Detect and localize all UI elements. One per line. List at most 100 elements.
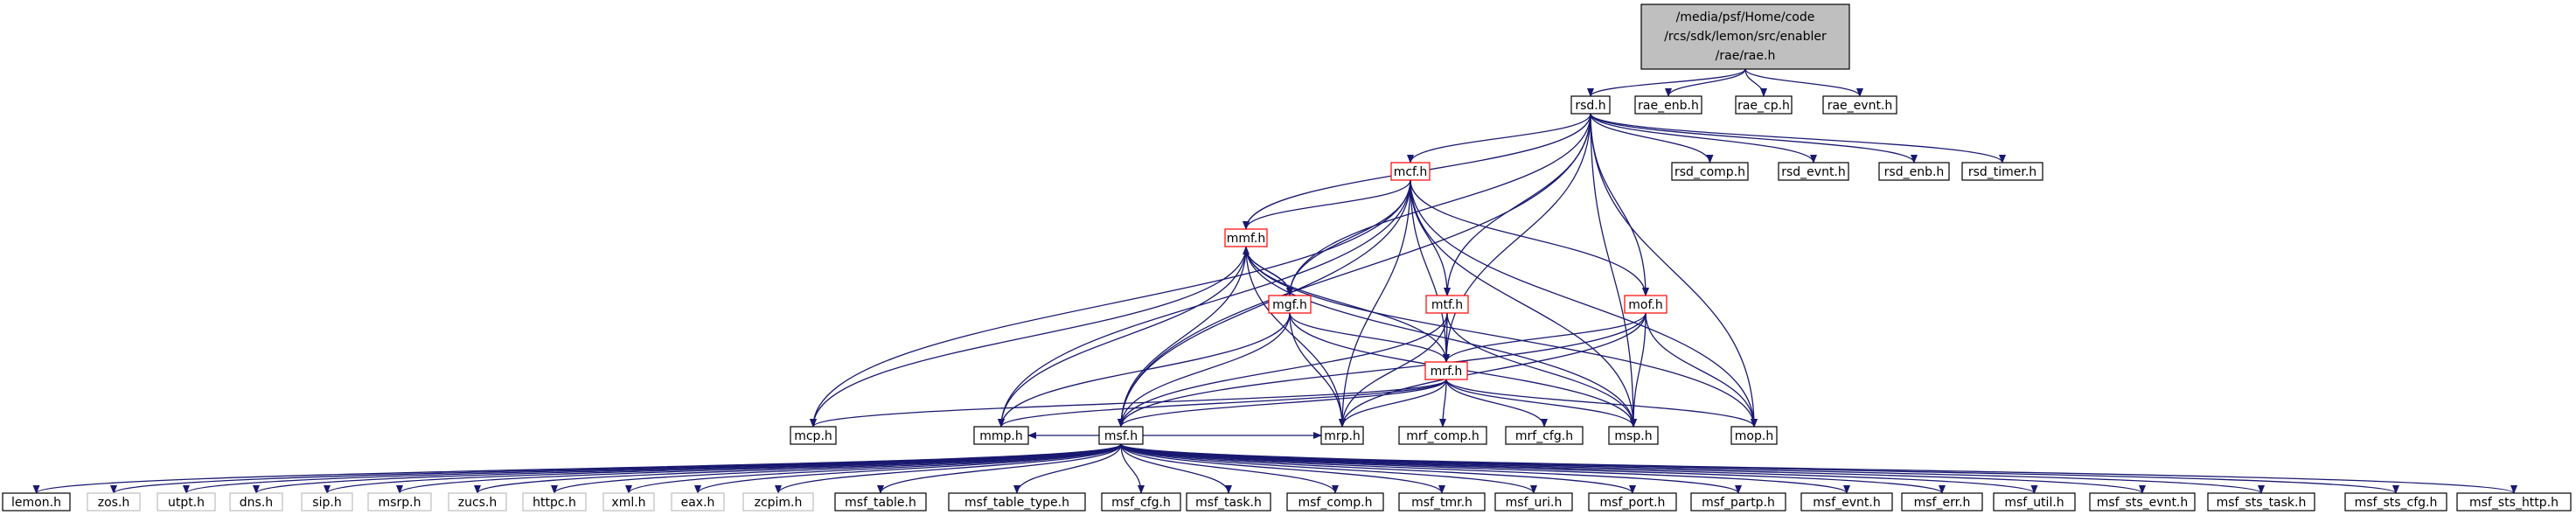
- node-label: msf_sts_task.h: [2217, 496, 2307, 510]
- node-label: rsd.h: [1575, 99, 1605, 113]
- edge-mcf-to-msf: [1117, 179, 1411, 428]
- node-box: [602, 492, 655, 512]
- node-box: [1735, 95, 1793, 115]
- node-box: [1398, 426, 1487, 445]
- node-label: msp.h: [1614, 429, 1652, 443]
- node-msp[interactable]: msp.h: [1608, 426, 1659, 445]
- node-label: utpt.h: [168, 496, 205, 510]
- node-msf-err[interactable]: msf_err.h: [1901, 492, 1983, 512]
- edge-msf-to-msf_port: [1120, 443, 1636, 494]
- node-label: msf_task.h: [1195, 496, 1262, 510]
- node-dns[interactable]: dns.h: [229, 492, 283, 512]
- edge-mcf-to-mcp: [810, 179, 1411, 428]
- node-msf-util[interactable]: msf_util.h: [1993, 492, 2076, 512]
- node-msf-uri[interactable]: msf_uri.h: [1494, 492, 1573, 512]
- node-msf-partp[interactable]: msf_partp.h: [1690, 492, 1786, 512]
- node-box: [1268, 295, 1312, 314]
- node-label: zucs.h: [458, 496, 498, 510]
- edge-mmf-to-mmp: [998, 246, 1247, 428]
- node-label: mcf.h: [1394, 165, 1428, 179]
- node-label: msf_table_type.h: [964, 496, 1069, 510]
- node-zos[interactable]: zos.h: [87, 492, 141, 512]
- node-label: mmp.h: [979, 429, 1023, 443]
- edge-msf-to-msf_evnt: [1120, 443, 1850, 494]
- node-layer: /media/psf/Home/code/rcs/sdk/lemon/src/e…: [2, 3, 2572, 512]
- node-msf-table-type[interactable]: msf_table_type.h: [948, 492, 1086, 512]
- edge-mtf-to-msp: [1446, 312, 1637, 428]
- node-rae-evnt[interactable]: rae_evnt.h: [1822, 95, 1897, 115]
- edge-mtf-to-mrp: [1339, 312, 1448, 428]
- node-msf-comp[interactable]: msf_comp.h: [1286, 492, 1384, 512]
- node-rae-enb[interactable]: rae_enb.h: [1634, 95, 1702, 115]
- node-msf-tmr[interactable]: msf_tmr.h: [1398, 492, 1486, 512]
- node-msf-sts-http[interactable]: msf_sts_http.h: [2456, 492, 2572, 512]
- edge-msf-to-msf_table_type: [1013, 443, 1122, 494]
- node-label: rsd_comp.h: [1674, 165, 1745, 179]
- node-sip[interactable]: sip.h: [301, 492, 353, 512]
- edge-msf-to-msf_task: [1120, 443, 1232, 494]
- node-label: xml.h: [611, 496, 645, 510]
- edge-rsd-to-mrf: [1443, 113, 1591, 363]
- node-label: msf_partp.h: [1702, 496, 1775, 510]
- edge-rsd-to-rsd_enb: [1590, 113, 1918, 164]
- node-zucs[interactable]: zucs.h: [448, 492, 507, 512]
- edge-msf-to-msf_uri: [1120, 443, 1537, 494]
- node-mmf[interactable]: mmf.h: [1224, 228, 1268, 247]
- node-label: lemon.h: [11, 496, 61, 510]
- node-mrf-comp[interactable]: mrf_comp.h: [1398, 426, 1487, 445]
- node-label: mtf.h: [1431, 298, 1463, 312]
- node-msrp[interactable]: msrp.h: [367, 492, 432, 512]
- node-mrf[interactable]: mrf.h: [1424, 361, 1468, 380]
- node-msf[interactable]: msf.h: [1098, 426, 1144, 445]
- edge-mmf-to-mcp: [810, 246, 1247, 428]
- edge-rsd-to-mgf: [1286, 113, 1591, 296]
- node-mrp[interactable]: mrp.h: [1320, 426, 1364, 445]
- node-label: msf_sts_cfg.h: [2355, 496, 2438, 510]
- edge-mrf-to-mrp: [1339, 379, 1447, 428]
- node-rae-cp[interactable]: rae_cp.h: [1735, 95, 1793, 115]
- node-msf-sts-evnt[interactable]: msf_sts_evnt.h: [2089, 492, 2196, 512]
- edge-mrf-to-msf: [1117, 379, 1447, 428]
- node-mgf[interactable]: mgf.h: [1268, 295, 1312, 314]
- node-msf-table[interactable]: msf_table.h: [834, 492, 927, 512]
- node-lemon[interactable]: lemon.h: [2, 492, 71, 512]
- node-msf-sts-task[interactable]: msf_sts_task.h: [2207, 492, 2315, 512]
- edge-mrf-to-mrf_comp: [1439, 379, 1447, 428]
- node-mtf[interactable]: mtf.h: [1425, 295, 1469, 314]
- node-box: [834, 492, 927, 512]
- node-box: [973, 426, 1029, 445]
- node-zcpim[interactable]: zcpim.h: [742, 492, 814, 512]
- node-msf-port[interactable]: msf_port.h: [1588, 492, 1677, 512]
- node-label: mrp.h: [1324, 429, 1361, 443]
- edge-root-to-rae_enb: [1665, 68, 1746, 97]
- node-utpt[interactable]: utpt.h: [157, 492, 216, 512]
- edge-mcf-to-mof: [1410, 179, 1649, 296]
- node-label: rsd_evnt.h: [1781, 165, 1846, 179]
- node-mop[interactable]: mop.h: [1730, 426, 1778, 445]
- node-mcp[interactable]: mcp.h: [790, 426, 837, 445]
- node-msf-task[interactable]: msf_task.h: [1186, 492, 1271, 512]
- node-box: [1286, 492, 1384, 512]
- node-mcf[interactable]: mcf.h: [1390, 162, 1431, 181]
- edge-rsd-to-mof: [1590, 113, 1649, 296]
- node-box: [2456, 492, 2572, 512]
- node-mrf-cfg[interactable]: mrf_cfg.h: [1505, 426, 1584, 445]
- node-box: [742, 492, 814, 512]
- edge-rsd-to-rsd_evnt: [1590, 113, 1817, 164]
- node-rsd-comp[interactable]: rsd_comp.h: [1671, 162, 1749, 181]
- node-msf-evnt[interactable]: msf_evnt.h: [1800, 492, 1893, 512]
- node-rsd-enb[interactable]: rsd_enb.h: [1878, 162, 1950, 181]
- node-mof[interactable]: mof.h: [1624, 295, 1667, 314]
- edge-mcf-to-mrf: [1410, 179, 1450, 363]
- node-msf-sts-cfg[interactable]: msf_sts_cfg.h: [2344, 492, 2447, 512]
- node-rsd-evnt[interactable]: rsd_evnt.h: [1778, 162, 1849, 181]
- node-mmp[interactable]: mmp.h: [973, 426, 1029, 445]
- node-httpc[interactable]: httpc.h: [522, 492, 587, 512]
- node-xml[interactable]: xml.h: [602, 492, 655, 512]
- node-msf-cfg[interactable]: msf_cfg.h: [1101, 492, 1181, 512]
- node-rsd-timer[interactable]: rsd_timer.h: [1961, 162, 2043, 181]
- node-rsd[interactable]: rsd.h: [1570, 95, 1611, 115]
- edge-msf-to-zucs: [474, 443, 1122, 494]
- node-eax[interactable]: eax.h: [671, 492, 725, 512]
